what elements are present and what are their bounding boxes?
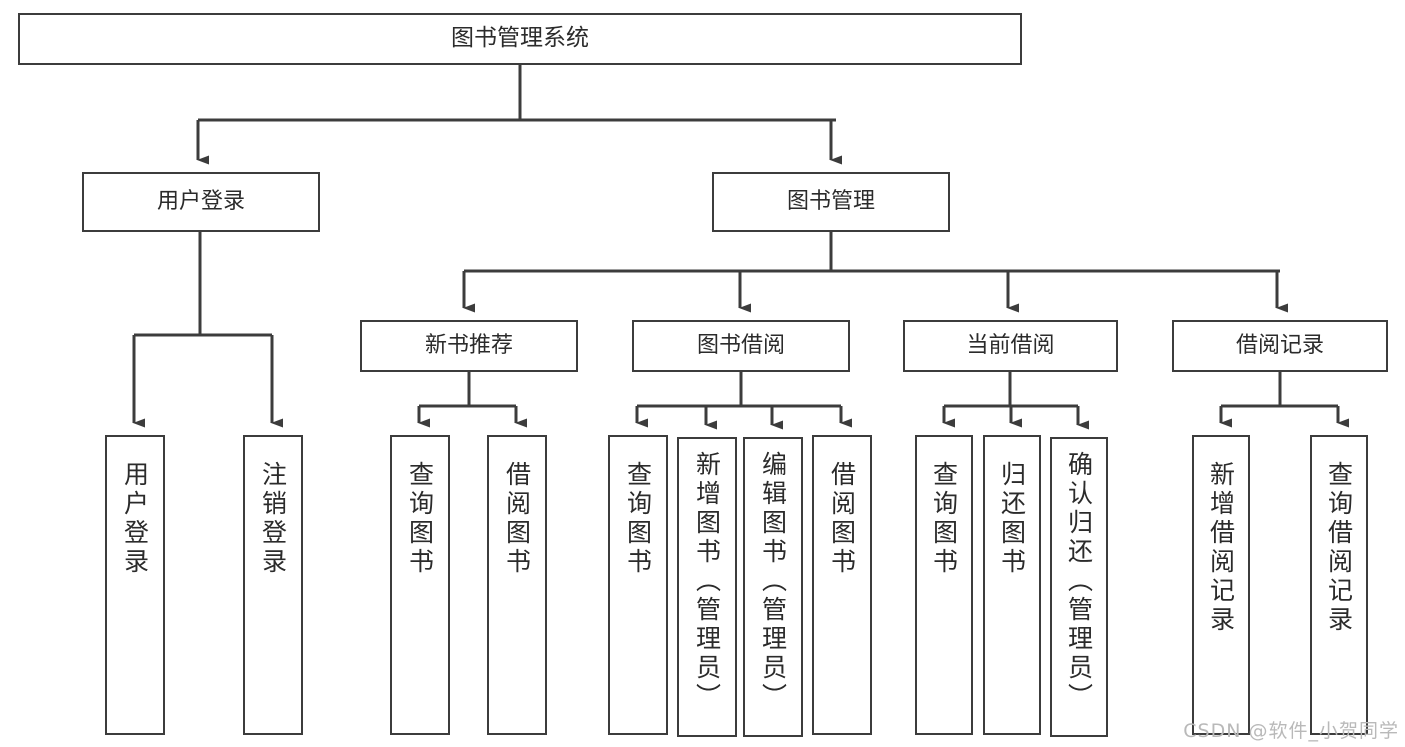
leaf-logout[interactable]: 注销登录 [243,435,303,735]
leaf-borrow-book-recommend-label: 借阅图书 [502,461,532,577]
leaf-query-book-current-label: 查询图书 [929,461,959,577]
node-root-label: 图书管理系统 [451,25,589,52]
leaf-add-borrow-record[interactable]: 新增借阅记录 [1192,435,1250,735]
node-book-management[interactable]: 图书管理 [712,172,950,232]
leaf-add-book-admin-label: 新增图书（管理员） [692,451,722,712]
leaf-query-book-current[interactable]: 查询图书 [915,435,973,735]
node-borrow-record[interactable]: 借阅记录 [1172,320,1388,372]
node-user-login[interactable]: 用户登录 [82,172,320,232]
leaf-user-login[interactable]: 用户登录 [105,435,165,735]
leaf-confirm-return-admin[interactable]: 确认归还（管理员） [1050,437,1108,737]
leaf-borrow-book-recommend[interactable]: 借阅图书 [487,435,547,735]
node-user-login-label: 用户登录 [156,188,245,214]
leaf-confirm-return-admin-label: 确认归还（管理员） [1064,451,1094,712]
leaf-borrow-book-label: 借阅图书 [827,461,857,577]
leaf-user-login-label: 用户登录 [120,461,150,577]
node-book-management-label: 图书管理 [786,188,875,214]
node-book-borrow-label: 图书借阅 [696,332,785,358]
node-book-borrow[interactable]: 图书借阅 [632,320,850,372]
leaf-logout-label: 注销登录 [258,461,288,577]
leaf-query-book-borrow-label: 查询图书 [623,461,653,577]
leaf-query-book-recommend-label: 查询图书 [405,461,435,577]
leaf-edit-book-admin-label: 编辑图书（管理员） [758,451,788,712]
node-borrow-record-label: 借阅记录 [1235,332,1324,358]
node-new-book-recommend-label: 新书推荐 [424,332,513,358]
leaf-edit-book-admin[interactable]: 编辑图书（管理员） [743,437,803,737]
node-current-borrow[interactable]: 当前借阅 [903,320,1118,372]
leaf-add-borrow-record-label: 新增借阅记录 [1206,461,1236,635]
leaf-query-borrow-record[interactable]: 查询借阅记录 [1310,435,1368,735]
leaf-return-book[interactable]: 归还图书 [983,435,1041,735]
leaf-add-book-admin[interactable]: 新增图书（管理员） [677,437,737,737]
node-current-borrow-label: 当前借阅 [966,332,1055,358]
leaf-borrow-book[interactable]: 借阅图书 [812,435,872,735]
leaf-query-book-borrow[interactable]: 查询图书 [608,435,668,735]
node-new-book-recommend[interactable]: 新书推荐 [360,320,578,372]
leaf-query-book-recommend[interactable]: 查询图书 [390,435,450,735]
node-root[interactable]: 图书管理系统 [18,13,1022,65]
leaf-return-book-label: 归还图书 [997,461,1027,577]
leaf-query-borrow-record-label: 查询借阅记录 [1324,461,1354,635]
